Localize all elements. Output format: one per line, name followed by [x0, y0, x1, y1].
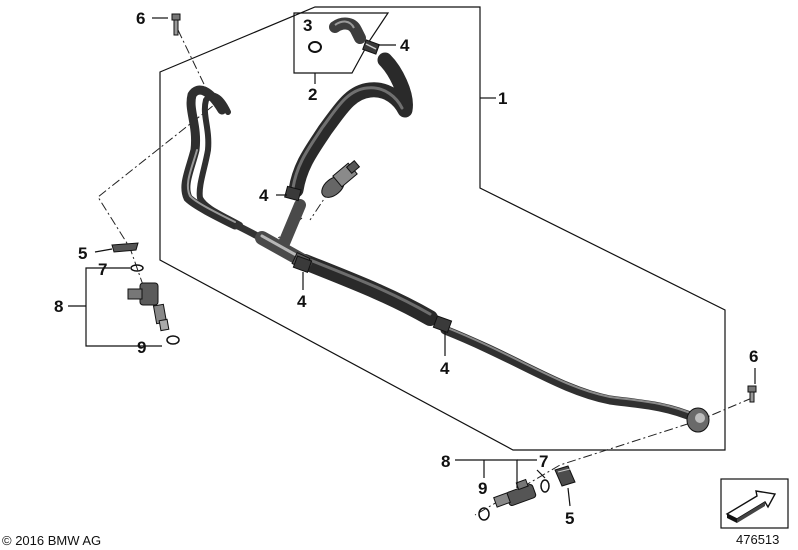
- callout-6-right: 6: [749, 347, 758, 366]
- callout-4-top: 4: [400, 36, 410, 55]
- callout-9-right: 9: [478, 479, 487, 498]
- elbow-connector: [329, 17, 366, 44]
- main-hose-lower-highlight: [303, 256, 432, 316]
- callout-4-middle: 4: [259, 186, 269, 205]
- arrow-navigation-icon: [720, 478, 789, 529]
- fuel-line-right: [440, 325, 700, 423]
- seal-right-small: [540, 479, 550, 493]
- clip-right: [554, 465, 576, 487]
- bolt-right: [747, 385, 757, 403]
- leader-5-right: [567, 487, 571, 507]
- callout-1: 1: [498, 89, 507, 108]
- callout-5-left: 5: [78, 244, 87, 263]
- main-hose-lower: [297, 254, 438, 326]
- clamp-top: [362, 39, 380, 55]
- callout-5-right: 5: [565, 509, 574, 528]
- axis-left-top: [97, 29, 215, 306]
- seal-left-bottom: [166, 335, 180, 345]
- fuel-line-right-hl: [444, 326, 696, 416]
- left-routed-tube-hl: [186, 149, 236, 223]
- callout-7-right: 7: [539, 452, 548, 471]
- o-ring-part-3: [308, 41, 322, 53]
- left-routed-tube-2: [196, 92, 243, 228]
- seal-right-bottom: [478, 507, 490, 521]
- upper-hose-hl: [291, 86, 404, 190]
- clip-left: [111, 242, 139, 253]
- bolt-top-left: [171, 13, 181, 36]
- callout-2: 2: [308, 85, 317, 104]
- callout-6-top-left: 6: [136, 9, 145, 28]
- callout-8-left: 8: [54, 297, 63, 316]
- callout-4-lower-left: 4: [297, 292, 307, 311]
- leader-7-right-b: [536, 469, 546, 479]
- seal-left-top: [130, 264, 144, 272]
- subassembly-outline: [293, 12, 390, 74]
- bracket-left: [85, 267, 162, 347]
- clamp-middle: [284, 185, 302, 202]
- clamp-lower-left: [292, 255, 313, 274]
- right-end-fitting: [686, 407, 710, 433]
- diagram-number: 476513: [736, 532, 779, 547]
- assembly-outline: [159, 6, 726, 451]
- check-valve: [321, 160, 361, 198]
- callout-9-left: 9: [137, 338, 146, 357]
- left-routed-tube: [181, 85, 240, 230]
- callout-3: 3: [303, 16, 312, 35]
- callout-4-lower-mid: 4: [440, 359, 450, 378]
- clamp-lower-mid: [432, 315, 453, 334]
- upper-hose: [288, 52, 413, 198]
- injector-left: [127, 282, 170, 332]
- callout-8-right: 8: [441, 452, 450, 471]
- callout-7-left: 7: [98, 260, 107, 279]
- leader-5-left: [94, 248, 113, 253]
- injector-right: [493, 478, 537, 508]
- copyright-text: © 2016 BMW AG: [2, 533, 101, 548]
